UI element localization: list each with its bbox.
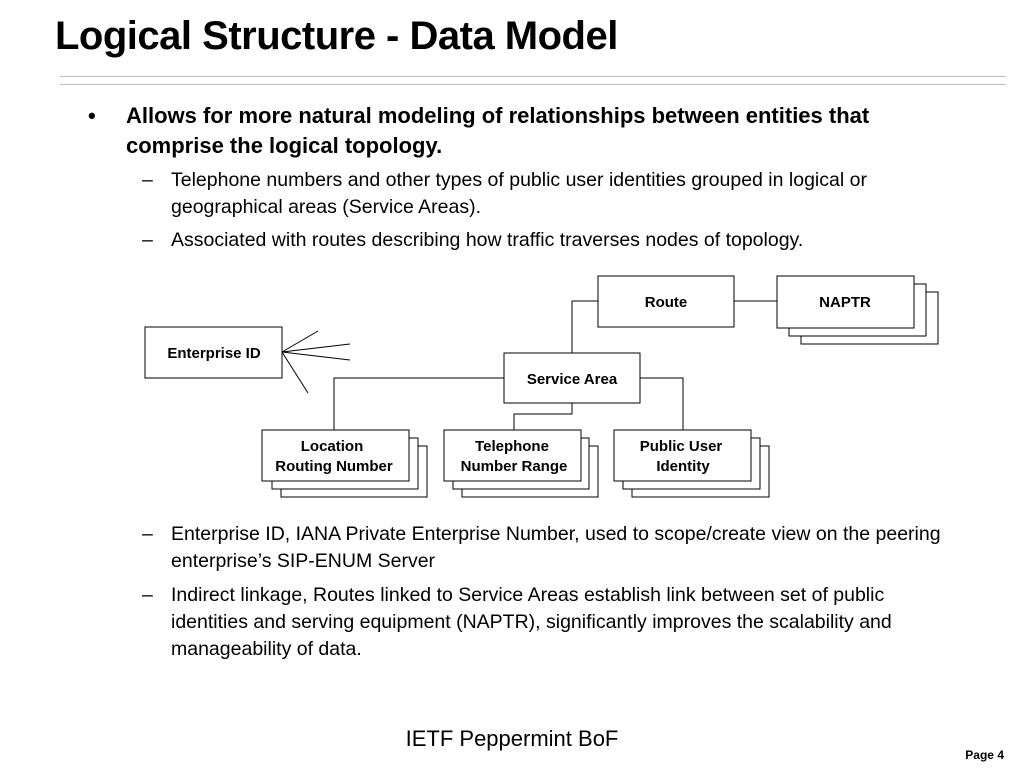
enterprise-id-label: Enterprise ID [167, 345, 261, 362]
sub-bullet-marker: – [142, 229, 153, 251]
bullet-marker: • [88, 103, 96, 128]
sub-bullet-marker: – [142, 523, 153, 545]
sub-bullet-text: Enterprise ID, IANA Private Enterprise N… [171, 523, 941, 572]
connector-service-area-public-user [640, 377, 684, 430]
location-label-line1: Location [301, 438, 364, 455]
naptr-label: NAPTR [819, 294, 871, 311]
crows-foot-line [281, 343, 351, 353]
telephone-label-line1: Telephone [475, 438, 549, 455]
connector-service-area-telephone [513, 403, 573, 430]
sub-bullet-text: Indirect linkage, Routes linked to Servi… [171, 584, 892, 660]
footer-text: IETF Peppermint BoF [405, 726, 619, 751]
sub-bullet-marker: – [142, 584, 153, 606]
crows-foot-line [281, 351, 351, 361]
title-rule-bottom [60, 84, 1006, 85]
enterprise-id-box: Enterprise ID [144, 326, 283, 379]
diagram-connectors [281, 300, 777, 430]
sub-bullet-text: Associated with routes describing how tr… [171, 229, 804, 251]
route-box: Route [597, 275, 735, 328]
telephone-number-range-stack: Telephone Number Range [443, 429, 599, 498]
page-number: Page 4 [965, 748, 1004, 762]
connector-route-service-area [571, 300, 598, 354]
public-user-label-line1: Public User [640, 438, 723, 455]
crows-foot-line [281, 330, 319, 353]
route-label: Route [645, 294, 688, 311]
public-user-label-line2: Identity [656, 458, 710, 475]
sub-bullet-marker: – [142, 169, 153, 191]
service-area-label: Service Area [527, 371, 618, 388]
sub-bullet-text: Telephone numbers and other types of pub… [171, 169, 867, 218]
location-label-line2: Routing Number [275, 458, 393, 475]
naptr-stack: NAPTR [776, 275, 939, 345]
slide-title: Logical Structure - Data Model [55, 14, 618, 58]
telephone-label-line2: Number Range [461, 458, 568, 475]
title-rule-top [60, 76, 1006, 77]
public-user-identity-stack: Public User Identity [613, 429, 770, 498]
main-bullet-text: Allows for more natural modeling of rela… [126, 103, 870, 158]
crows-foot-line [281, 351, 309, 394]
location-routing-number-stack: Location Routing Number [261, 429, 428, 498]
service-area-box: Service Area [503, 352, 641, 404]
connector-service-area-location [333, 377, 504, 430]
